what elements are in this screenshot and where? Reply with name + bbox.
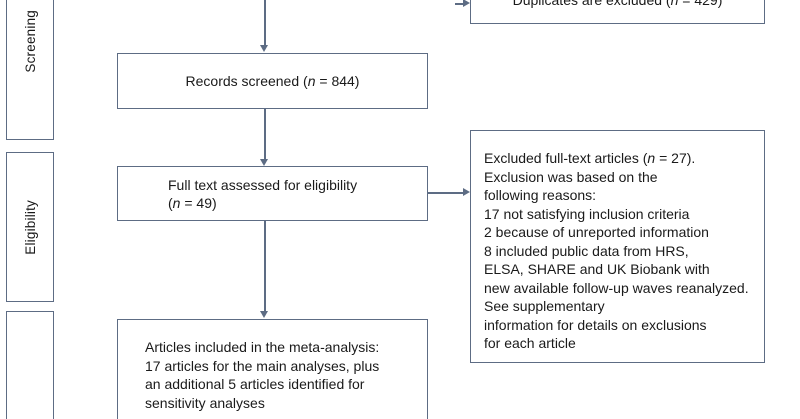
- box-excluded-line-3: 17 not satisfying inclusion criteria: [484, 205, 690, 222]
- box-duplicates-excluded-text: Duplicates are excluded (n = 429): [471, 0, 764, 9]
- stage-box-included: [6, 311, 54, 419]
- box-full-text-assessed: Full text assessed for eligibility (n = …: [117, 166, 428, 221]
- box-excluded-line-6: ELSA, SHARE and UK Biobank with: [484, 261, 710, 277]
- box-articles-included: Articles included in the meta-analysis: …: [117, 319, 428, 419]
- connector-top-to-records-screened: [264, 0, 266, 45]
- connector-to-duplicates: [455, 3, 463, 5]
- connector-records-to-fulltext: [264, 109, 266, 159]
- stage-box-eligibility: Eligibility: [6, 152, 54, 302]
- box-articles-included-line-3: sensitivity analyses: [145, 394, 265, 411]
- connector-fulltext-to-excluded-arrowhead: [463, 188, 470, 196]
- connector-fulltext-to-included-arrowhead: [260, 311, 268, 318]
- box-excluded-line-2: following reasons:: [484, 187, 597, 203]
- box-excluded-line-0: Excluded full-text articles (n = 27).: [484, 150, 696, 166]
- box-excluded-line-8: See supplementary: [484, 298, 605, 314]
- stage-box-screening: Screening: [6, 0, 54, 140]
- box-excluded-line-5: 8 included public data from HRS,: [484, 242, 689, 259]
- box-excluded-full-text-articles: Excluded full-text articles (n = 27). Ex…: [470, 130, 765, 363]
- box-excluded-line-4: 2 because of unreported information: [484, 224, 709, 240]
- box-excluded-line-1: Exclusion was based on the: [484, 168, 658, 185]
- box-records-screened-text: Records screened (n = 844): [185, 72, 360, 89]
- connector-fulltext-to-excluded: [428, 192, 463, 194]
- box-articles-included-line-2: an additional 5 articles identified for: [145, 376, 365, 392]
- box-articles-included-line-0: Articles included in the meta-analysis:: [145, 339, 380, 355]
- connector-to-duplicates-arrowhead: [463, 0, 470, 7]
- box-excluded-line-9: information for details on exclusions: [484, 316, 707, 333]
- box-excluded-line-10: for each article: [484, 335, 576, 351]
- box-excluded-line-7: new available follow-up waves reanalyzed…: [484, 279, 749, 296]
- box-articles-included-line-1: 17 articles for the main analyses, plus: [145, 357, 380, 374]
- stage-label-eligibility: Eligibility: [22, 199, 38, 255]
- box-full-text-assessed-line2: (n = 49): [168, 195, 217, 211]
- box-full-text-assessed-line1: Full text assessed for eligibility: [168, 177, 358, 193]
- connector-records-to-fulltext-arrowhead: [260, 159, 268, 166]
- box-duplicates-excluded: Duplicates are excluded (n = 429): [470, 0, 765, 24]
- connector-fulltext-to-included: [264, 221, 266, 311]
- box-records-screened: Records screened (n = 844): [117, 53, 428, 109]
- stage-label-screening: Screening: [22, 9, 38, 73]
- connector-top-to-records-screened-arrowhead: [260, 45, 268, 52]
